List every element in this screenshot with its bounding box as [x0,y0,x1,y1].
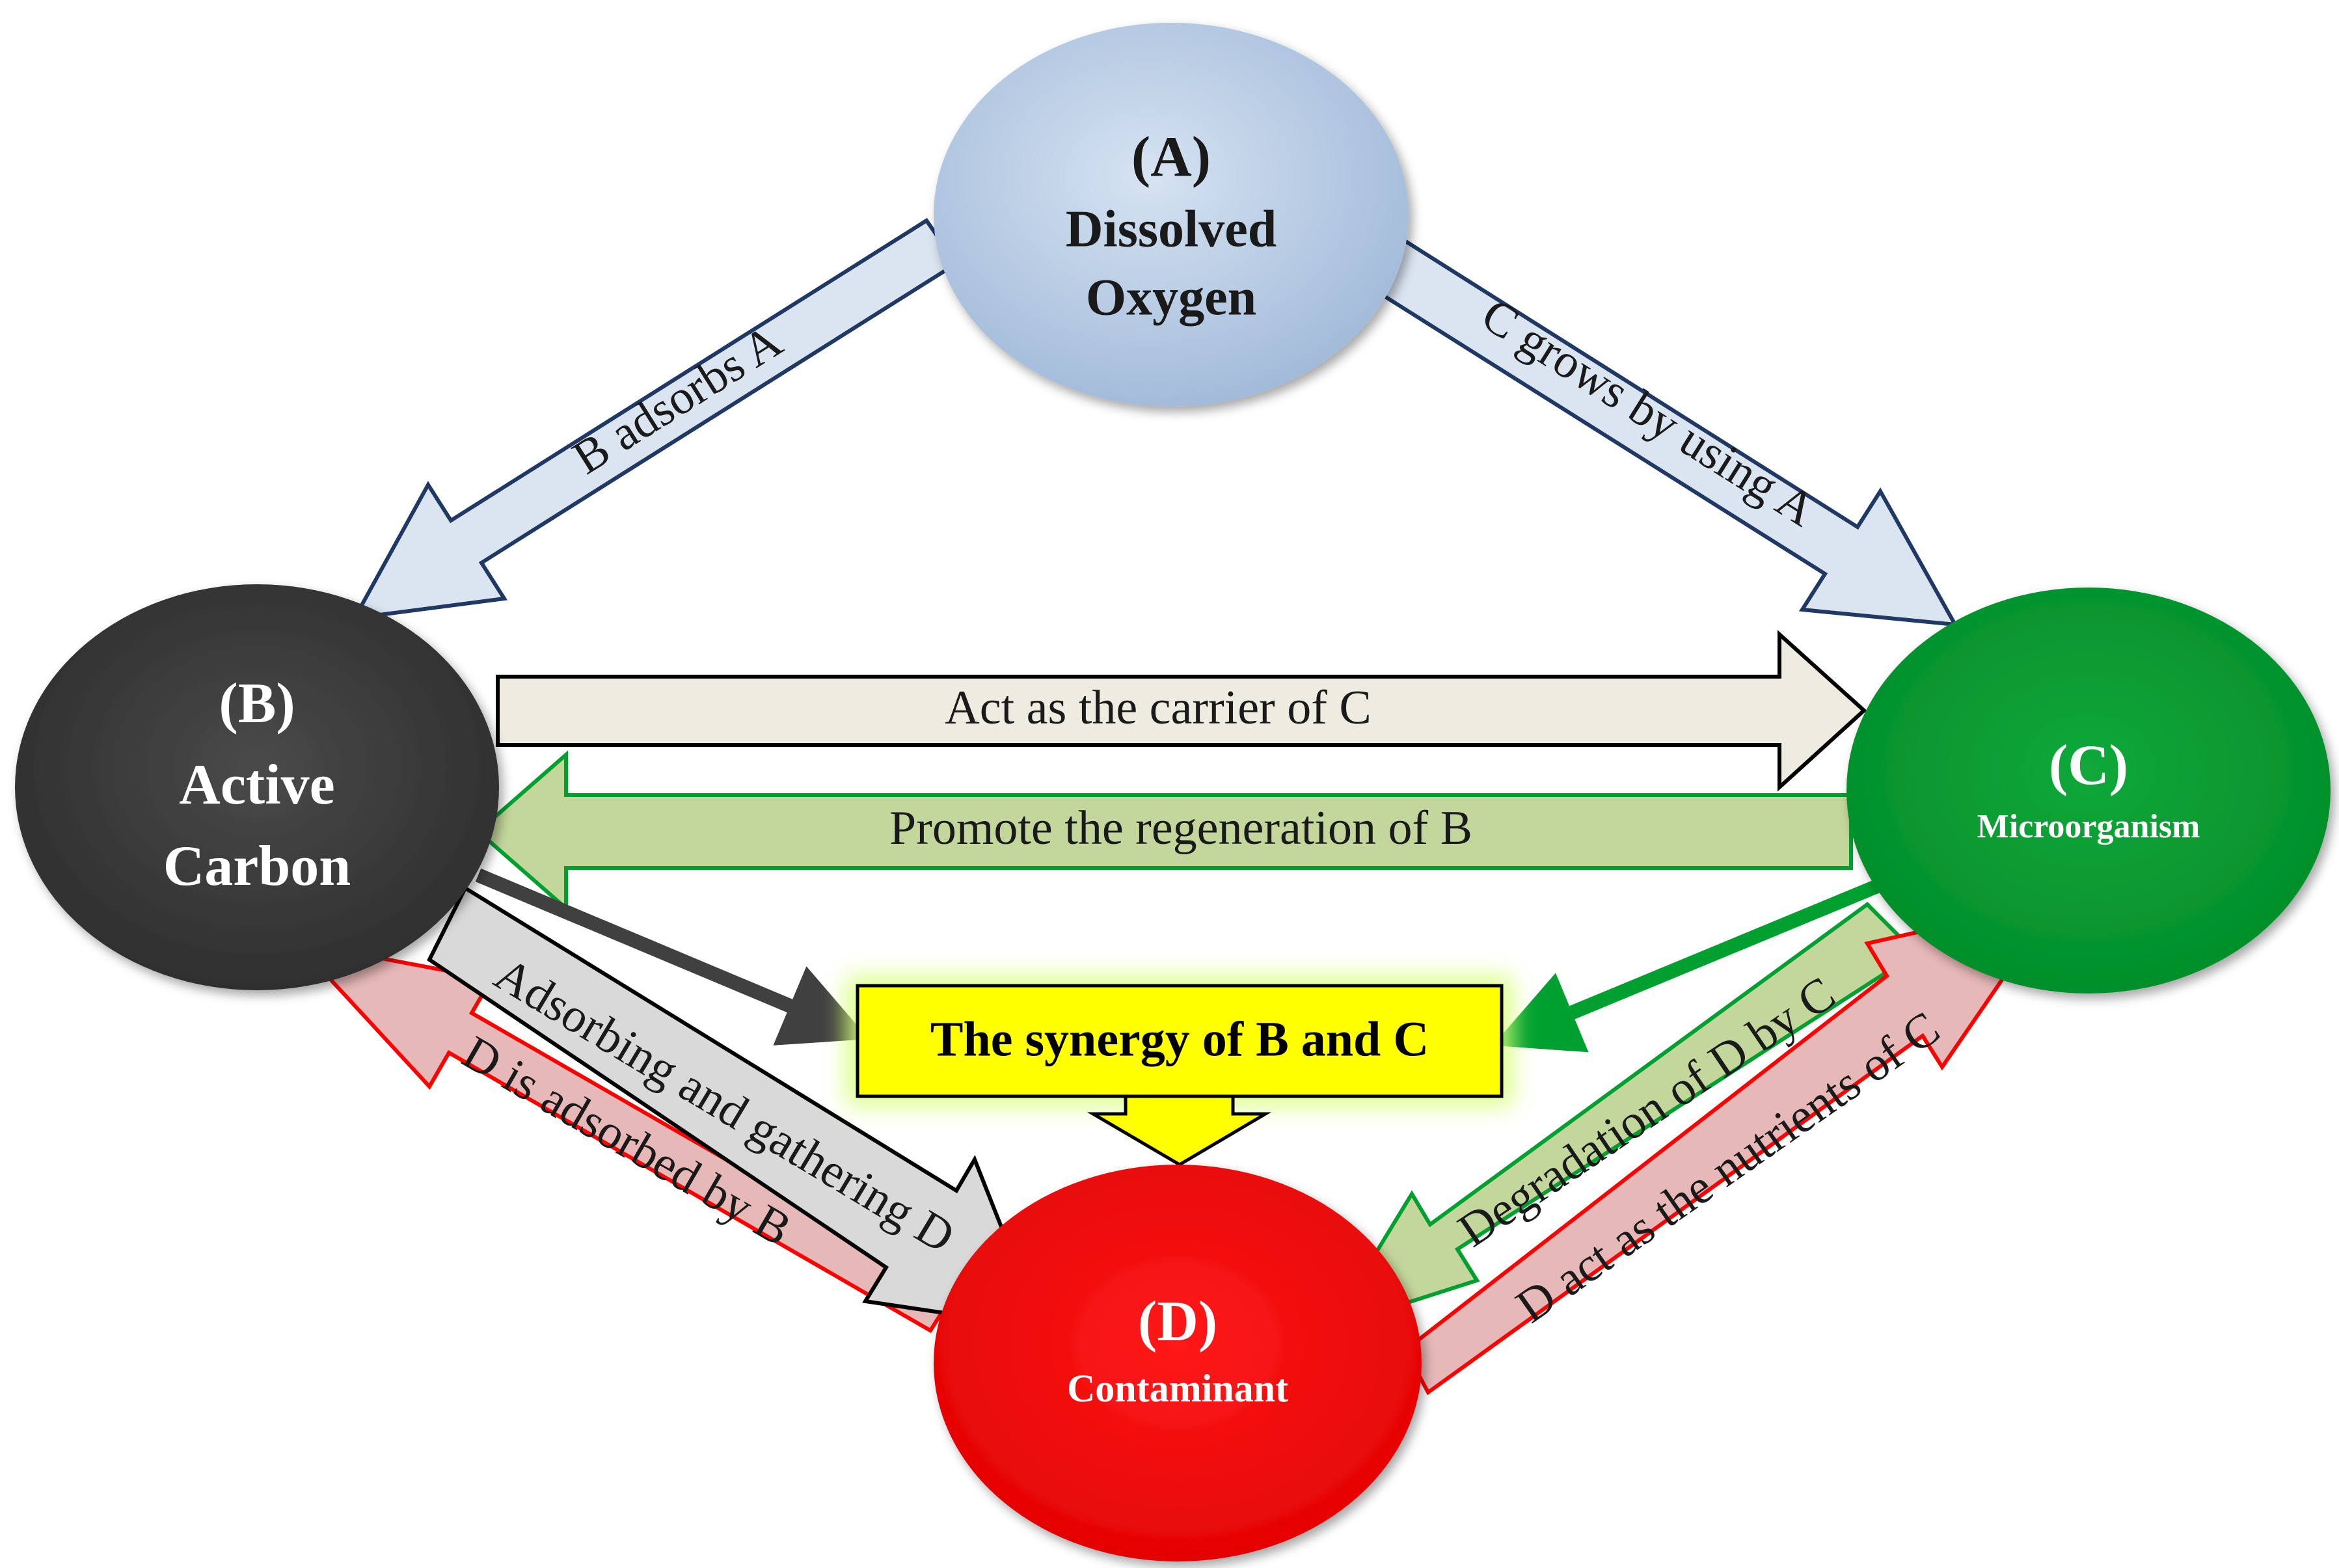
node-active-carbon [15,584,499,990]
arrow-d-nutrients-of-c: D act as the nutrients of C [1403,898,2061,1396]
pointer-c-to-synergy [1493,878,1884,1053]
node-c-line1: Microorganism [1977,808,2200,845]
node-b-line1: Active [179,753,334,817]
node-b-letter: (B) [219,672,295,735]
node-a-letter: (A) [1131,126,1211,189]
arrow-label-b-adsorbs-a: B adsorbs A [563,314,791,485]
arrow-label-regeneration-of-b: Promote the regeneration of B [889,802,1472,855]
synergy-down-arrow [1087,1094,1272,1167]
node-c-letter: (C) [2049,734,2128,797]
node-d-line1: Contaminant [1067,1367,1288,1410]
node-dissolved-oxygen [934,23,1409,407]
node-a-line2: Oxygen [1086,269,1256,326]
node-a-line1: Dissolved [1066,200,1277,258]
arrow-c-grows-by-using-a: C grows by using A [1340,217,1959,627]
arrow-label-carrier-of-c: Act as the carrier of C [945,681,1371,735]
synergy-label: The synergy of B and C [930,1012,1429,1066]
node-d-letter: (D) [1138,1290,1217,1353]
arrow-label-c-grows-by-using-a: C grows by using A [1472,288,1824,537]
arrow-carrier-of-c: Act as the carrier of C [496,630,1867,792]
pointer-b-to-synergy [475,868,869,1046]
node-microorganism [1846,588,2331,994]
node-contaminant [934,1165,1422,1561]
arrow-b-adsorbs-a: B adsorbs A [351,217,960,621]
node-b-line2: Carbon [163,835,351,898]
arrow-regeneration-of-b: Promote the regeneration of B [475,750,1853,913]
synergy-box: The synergy of B and C [846,976,1513,1167]
